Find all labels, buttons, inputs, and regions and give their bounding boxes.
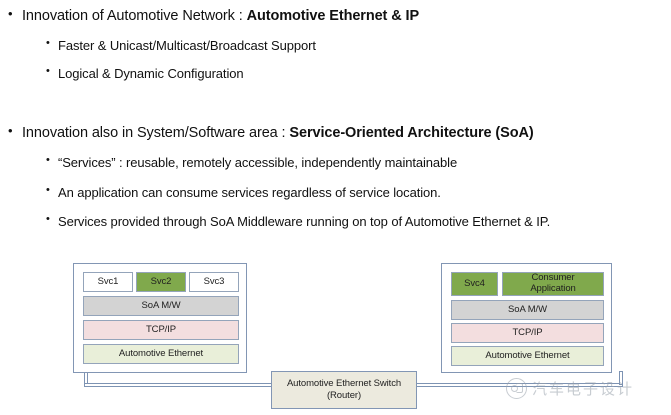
layer-label: SoA M/W (141, 299, 181, 311)
switch-label-line1: Automotive Ethernet Switch (286, 377, 402, 389)
bullet-level1-automotive-network: Innovation of Automotive Network : Autom… (0, 6, 420, 26)
bullet-level1-system-software-soa: Innovation also in System/Software area … (0, 123, 534, 143)
layer-label: Automotive Ethernet (118, 347, 204, 359)
bullet-text: “Services” : reusable, remotely accessib… (58, 155, 458, 170)
layer-label: Svc3 (203, 275, 225, 287)
layer-automotive-ethernet[interactable]: Automotive Ethernet (451, 346, 604, 366)
bullet-level2-faster-unicast: Faster & Unicast/Multicast/Broadcast Sup… (0, 37, 316, 54)
layer-consumer-application[interactable]: Consumer Application (502, 272, 604, 296)
layer-svc3[interactable]: Svc3 (189, 272, 239, 292)
camera-circle-icon (506, 378, 527, 399)
link-left-node-horizontal (84, 383, 274, 387)
layer-label: TCP/IP (512, 326, 543, 338)
layer-automotive-ethernet[interactable]: Automotive Ethernet (83, 344, 239, 364)
bullet-level2-logical-dynamic-config: Logical & Dynamic Configuration (0, 65, 244, 82)
left-ecu-node: Svc1 Svc2 Svc3 SoA M/W TCP/IP Automotive… (73, 263, 247, 373)
layer-label: Svc1 (97, 275, 119, 287)
layer-soa-middleware[interactable]: SoA M/W (83, 296, 239, 316)
layer-label: SoA M/W (508, 303, 547, 315)
bullet-text: Logical & Dynamic Configuration (58, 66, 244, 81)
bullet-level2-services-middleware: Services provided through SoA Middleware… (0, 213, 551, 230)
bullet-text: Services provided through SoA Middleware… (58, 214, 551, 229)
bullet-text-bold: Service-Oriented Architecture (SoA) (289, 125, 534, 141)
bullet-level2-application-consume: An application can consume services rega… (0, 184, 441, 201)
layer-tcp-ip[interactable]: TCP/IP (451, 323, 604, 343)
automotive-ethernet-switch-box[interactable]: Automotive Ethernet Switch (Router) (271, 371, 417, 409)
layer-label: TCP/IP (145, 323, 176, 335)
bullet-text: Innovation also in System/Software area … (22, 125, 290, 141)
bullet-text: An application can consume services rega… (58, 185, 441, 200)
bullet-text: Innovation of Automotive Network : (22, 8, 247, 24)
switch-label-line2: (Router) (326, 390, 362, 401)
layer-svc4[interactable]: Svc4 (451, 272, 498, 296)
right-ecu-node: Svc4 Consumer Application SoA M/W TCP/IP… (441, 263, 612, 373)
layer-label: Svc2 (150, 275, 172, 287)
layer-label: Svc4 (464, 277, 485, 289)
bullet-text-bold: Automotive Ethernet & IP (246, 8, 420, 24)
watermark-text: 汽车电子设计 (532, 380, 635, 398)
layer-svc2[interactable]: Svc2 (136, 272, 186, 292)
layer-svc1[interactable]: Svc1 (83, 272, 133, 292)
bullet-level2-services-definition: “Services” : reusable, remotely accessib… (0, 154, 458, 171)
layer-label: Consumer Application (530, 272, 576, 294)
layer-soa-middleware[interactable]: SoA M/W (451, 300, 604, 320)
watermark: 汽车电子设计 (506, 378, 634, 399)
link-right-node-vertical (619, 371, 623, 385)
bullet-text: Faster & Unicast/Multicast/Broadcast Sup… (58, 38, 316, 53)
layer-tcp-ip[interactable]: TCP/IP (83, 320, 239, 340)
layer-label: Automotive Ethernet (485, 349, 570, 361)
